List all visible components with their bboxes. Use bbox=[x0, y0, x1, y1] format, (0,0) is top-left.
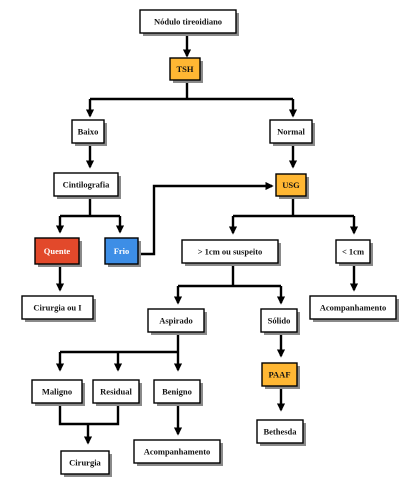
node-usg: USG bbox=[275, 173, 309, 199]
node-baixo: Baixo bbox=[71, 119, 107, 146]
node-normal: Normal bbox=[269, 119, 315, 146]
node-acompanhamento-2: Acompanhamento bbox=[133, 439, 223, 466]
node-label: < 1cm bbox=[342, 247, 364, 257]
node-label: Frio bbox=[114, 246, 130, 256]
node-label: Acompanhamento bbox=[144, 447, 211, 457]
node-maligno: Maligno bbox=[31, 379, 85, 406]
node-cirurgia-ou-i: Cirurgia ou I bbox=[21, 295, 96, 322]
node-label: Acompanhamento bbox=[320, 303, 387, 313]
node-nodulo: Nódulo tireoidiano bbox=[139, 9, 239, 36]
node-label: Maligno bbox=[42, 387, 72, 397]
node-label: Nódulo tireoidiano bbox=[154, 17, 222, 27]
node-solido: Sólido bbox=[260, 308, 300, 335]
node-benigno: Benigno bbox=[153, 379, 203, 406]
node-quente: Quente bbox=[34, 237, 82, 267]
node-label: > 1cm ou suspeito bbox=[198, 247, 263, 257]
node-label: Aspirado bbox=[159, 316, 193, 326]
connector-frio-usg bbox=[141, 181, 274, 256]
node-label: Sólido bbox=[268, 316, 291, 326]
node-bethesda: Bethesda bbox=[256, 419, 306, 446]
node-menor-1cm: < 1cm bbox=[335, 239, 373, 266]
node-label: Residual bbox=[100, 387, 132, 397]
node-cintilografia: Cintilografia bbox=[53, 172, 121, 199]
node-label: USG bbox=[282, 180, 300, 190]
node-cirurgia: Cirurgia bbox=[60, 450, 112, 477]
node-frio: Frio bbox=[104, 237, 141, 267]
connectors bbox=[55, 36, 359, 445]
node-aspirado: Aspirado bbox=[147, 308, 207, 335]
node-label: Cirurgia ou I bbox=[33, 303, 82, 313]
node-tsh: TSH bbox=[169, 57, 203, 83]
node-label: Bethesda bbox=[263, 427, 297, 437]
connector-maligno-residual-join bbox=[58, 406, 120, 426]
node-label: Normal bbox=[277, 127, 305, 137]
node-label: Cirurgia bbox=[69, 458, 101, 468]
node-label: Benigno bbox=[162, 387, 192, 397]
node-maior-1cm: > 1cm ou suspeito bbox=[181, 239, 281, 266]
node-label: Quente bbox=[44, 246, 71, 256]
node-label: PAAF bbox=[268, 370, 290, 380]
node-label: Cintilografia bbox=[63, 180, 110, 190]
node-label: Baixo bbox=[78, 127, 99, 137]
node-residual: Residual bbox=[92, 379, 142, 406]
node-label: TSH bbox=[176, 64, 193, 74]
node-paaf: PAAF bbox=[261, 362, 300, 389]
node-acompanhamento-1: Acompanhamento bbox=[309, 295, 399, 322]
